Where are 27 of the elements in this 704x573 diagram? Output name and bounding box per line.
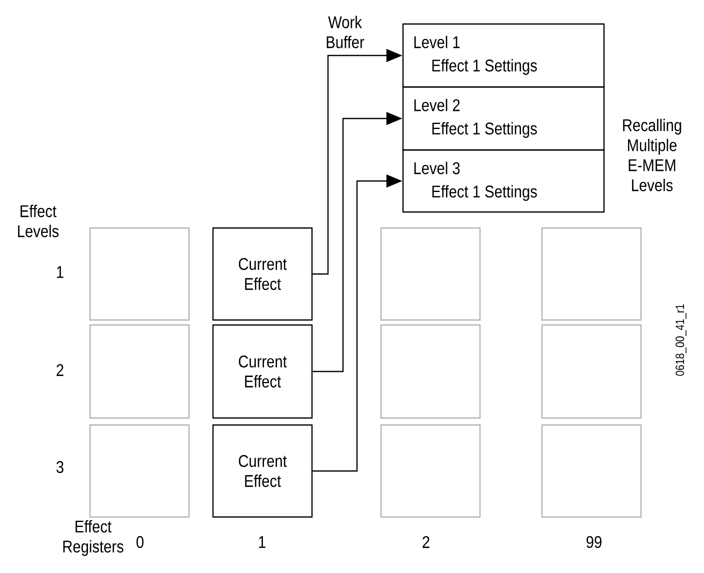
label-text: 0618_00_41_r1 — [676, 304, 686, 376]
empty-box — [89, 324, 190, 419]
effect-box: Current Effect — [212, 424, 313, 518]
empty-box — [89, 227, 190, 321]
label-text: 1 — [259, 536, 266, 548]
settings-box: Level 3 Effect 1 Settings — [402, 149, 605, 213]
empty-box — [541, 324, 642, 419]
settings-box: Level 1 Effect 1 Settings — [402, 23, 605, 88]
empty-box — [89, 424, 190, 518]
empty-box — [541, 424, 642, 518]
label-text: Effect Registers — [63, 520, 124, 556]
empty-box — [380, 324, 481, 419]
effect-box: Current Effect — [212, 227, 313, 321]
label-text: 0 — [136, 536, 144, 548]
settings-box: Level 2 Effect 1 Settings — [402, 86, 605, 151]
label-text: Work Buffer — [326, 16, 364, 48]
label-text: Recalling Multiple E-MEM Levels — [623, 118, 682, 192]
empty-box — [541, 227, 642, 321]
empty-box — [380, 227, 481, 321]
label-text: 3 — [56, 460, 64, 474]
label-text: 1 — [57, 266, 64, 278]
label-text: Effect Levels — [18, 204, 59, 238]
effect-box: Current Effect — [212, 324, 313, 419]
empty-box — [380, 424, 481, 518]
label-text: 99 — [586, 536, 602, 548]
label-text: 2 — [422, 536, 430, 548]
label-text: 2 — [56, 364, 64, 376]
